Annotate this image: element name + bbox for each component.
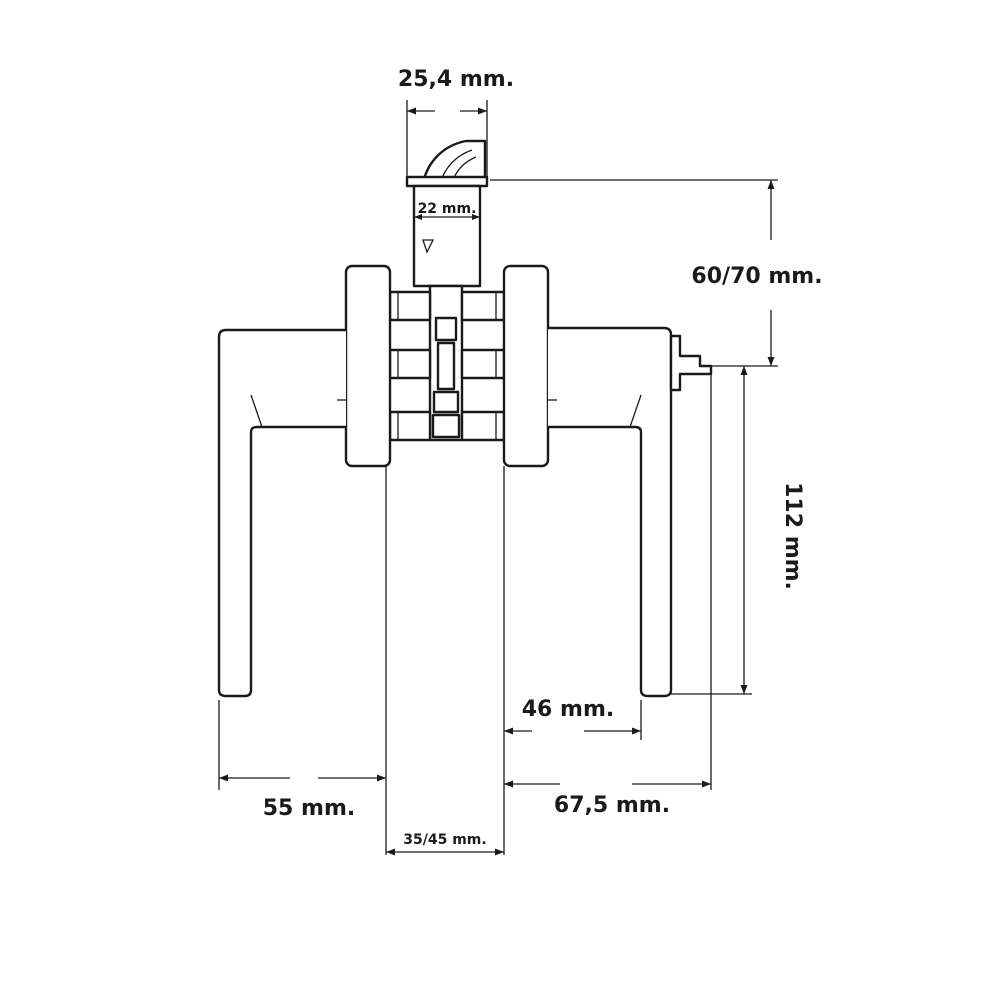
- direction-triangle-icon: [422, 239, 435, 254]
- spindle-mechanism: [425, 284, 474, 442]
- backset-label: 60/70 mm.: [691, 264, 822, 289]
- door-thickness-label: 35/45 mm.: [403, 832, 486, 848]
- latch-width-label: 25,4 mm.: [398, 67, 514, 92]
- right-mounting-posts: [460, 290, 506, 442]
- dim-left-projection: 55 mm.: [219, 774, 386, 821]
- left-mounting-posts: [388, 290, 432, 442]
- right-rosette: [502, 264, 550, 468]
- handle-height-label: 112 mm.: [780, 482, 805, 590]
- left-rosette: [344, 264, 392, 468]
- left-handle: [217, 328, 346, 698]
- latch-faceplate: [405, 175, 489, 188]
- left-projection-label: 55 mm.: [263, 796, 355, 821]
- dim-right-projection: 67,5 mm.: [504, 780, 711, 818]
- latch-assembly: 22 mm.: [405, 139, 489, 288]
- dim-door-thickness: 35/45 mm.: [386, 832, 504, 856]
- latch-body: [412, 184, 482, 288]
- latch-inner-label: 22 mm.: [418, 201, 477, 217]
- inner-projection-label: 46 mm.: [522, 697, 614, 722]
- dim-inner-projection: 46 mm.: [504, 697, 641, 735]
- right-handle: [548, 326, 713, 698]
- dim-handle-height: 112 mm.: [740, 366, 805, 694]
- dim-backset: 60/70 mm.: [691, 180, 823, 366]
- spindle-tip: [669, 334, 713, 392]
- dim-latch-width: 25,4 mm.: [398, 67, 514, 115]
- right-projection-label: 67,5 mm.: [554, 793, 670, 818]
